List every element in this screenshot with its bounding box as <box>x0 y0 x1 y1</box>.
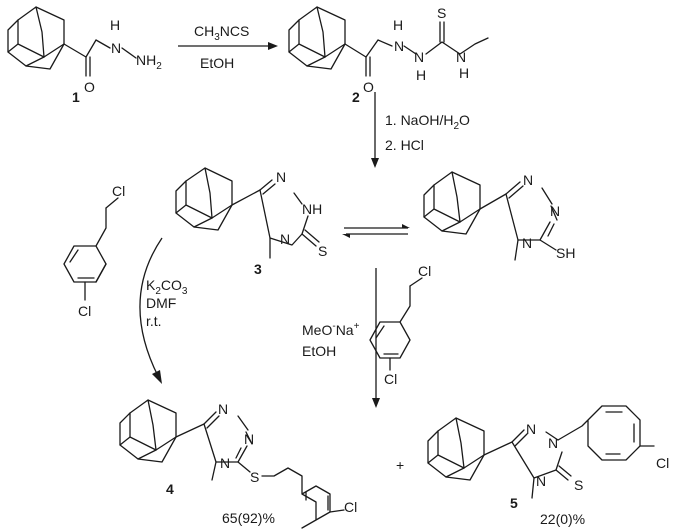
compound-3-thiol: N N N SH <box>423 171 575 261</box>
adamantane-5 <box>427 417 485 481</box>
atom-n-4b: N <box>244 431 254 447</box>
atom-n-3c: N <box>523 172 533 188</box>
atom-n-5b: N <box>548 435 558 451</box>
atom-s-3: S <box>318 243 327 259</box>
atom-cl-r1: Cl <box>418 263 431 279</box>
atom-o: O <box>84 79 95 95</box>
chlorobenzyl-chloride-right: Cl Cl <box>369 263 431 387</box>
compound-1: O H N NH2 1 <box>7 6 162 105</box>
label-compound-5: 5 <box>510 495 518 511</box>
atom-n-2c: N <box>456 49 466 65</box>
atom-cl-l1: Cl <box>112 183 125 199</box>
atom-h-2c: H <box>459 65 469 81</box>
atom-s-2: S <box>437 5 446 21</box>
compound-3-thione: N NH N S 3 <box>175 167 327 277</box>
atom-n-5c: N <box>536 473 546 489</box>
atom-cl-r2: Cl <box>384 371 397 387</box>
plus-sign: + <box>396 457 404 473</box>
arrow-step-4: MeO-Na+ EtOH <box>302 268 380 408</box>
equilibrium-arrows <box>342 224 410 238</box>
adamantane-4 <box>119 399 177 463</box>
atom-o-2: O <box>363 79 374 95</box>
atom-h-2b: H <box>416 67 426 83</box>
label-compound-3: 3 <box>254 261 262 277</box>
atom-cl-4: Cl <box>344 499 357 515</box>
adamantane-2 <box>288 6 346 70</box>
reagent-ch3ncs: CH3NCS <box>194 23 249 43</box>
atom-n-2b: N <box>414 49 424 65</box>
reagent-rt: r.t. <box>146 313 162 329</box>
reagent-hcl: 2. HCl <box>385 137 424 153</box>
chlorobenzyl-chloride-left: Cl Cl <box>63 183 125 319</box>
atom-nh2: NH2 <box>136 52 162 72</box>
atom-s-4: S <box>250 469 259 485</box>
compound-2: O H N N H S N H 2 <box>288 5 489 105</box>
adamantane-1 <box>7 6 65 70</box>
atom-n-3b: N <box>280 231 290 247</box>
atom-n-3e: N <box>522 235 532 251</box>
atom-cl-5: Cl <box>656 455 669 471</box>
yield-compound-5: 22(0)% <box>540 511 585 527</box>
compound-4: N N N S Cl 4 65(92)% <box>119 399 357 529</box>
atom-n-5a: N <box>526 421 536 437</box>
arrow-step-2: 1. NaOH/H2O 2. HCl <box>371 92 470 168</box>
atom-cl-l2: Cl <box>78 303 91 319</box>
adamantane-3b <box>423 171 481 235</box>
atom-h: H <box>110 17 120 33</box>
atom-n-4a: N <box>218 401 228 417</box>
atom-n: N <box>111 40 121 56</box>
reagent-k2co3: K2CO3 <box>146 277 188 297</box>
atom-sh-3: SH <box>556 245 575 261</box>
compound-5: N N N S Cl 5 22(0)% <box>427 405 669 527</box>
atom-n-2a: N <box>394 38 404 54</box>
adamantane-3 <box>175 167 233 231</box>
atom-n-3a: N <box>276 169 286 185</box>
label-compound-1: 1 <box>72 89 80 105</box>
arrow-step-1: CH3NCS EtOH <box>178 23 278 71</box>
atom-n-4c: N <box>220 455 230 471</box>
reagent-naoh: 1. NaOH/H2O <box>385 112 470 132</box>
yield-compound-4: 65(92)% <box>222 510 275 526</box>
label-compound-2: 2 <box>352 89 360 105</box>
label-compound-4: 4 <box>166 481 174 497</box>
reagent-dmf: DMF <box>146 295 176 311</box>
reagent-etoh-2: EtOH <box>302 343 336 359</box>
reagent-etoh-1: EtOH <box>200 55 234 71</box>
atom-s-5: S <box>574 477 583 493</box>
arrow-step-3: K2CO3 DMF r.t. <box>139 237 188 384</box>
reagent-meona: MeO-Na+ <box>302 321 360 338</box>
atom-nh-3: NH <box>302 201 322 217</box>
atom-h-2a: H <box>393 17 403 33</box>
atom-n-3d: N <box>550 203 560 219</box>
